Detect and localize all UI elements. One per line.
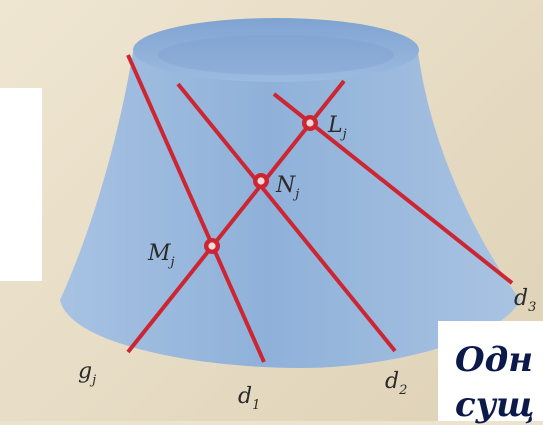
label-M: Mj <box>147 241 175 270</box>
label-N: Nj <box>275 173 299 202</box>
caption-line-2: сущ <box>455 385 535 425</box>
label-g: gj <box>78 359 96 388</box>
line-d1 <box>126 54 266 363</box>
white-overlay-box <box>0 88 42 281</box>
label-d3: d3 <box>514 286 536 315</box>
point-L-marker <box>302 115 318 131</box>
point-M-marker <box>204 238 220 254</box>
label-d1: d1 <box>238 384 260 413</box>
surface-body <box>60 52 520 368</box>
label-d2: d2 <box>385 369 407 398</box>
line-d2 <box>176 82 397 353</box>
caption-panel <box>438 321 543 421</box>
surface-top-inner <box>158 35 394 75</box>
label-L: Lj <box>327 113 347 142</box>
point-N-marker <box>253 173 269 189</box>
surface-top-ellipse <box>133 18 419 82</box>
caption-line-1: Одн <box>455 340 534 380</box>
